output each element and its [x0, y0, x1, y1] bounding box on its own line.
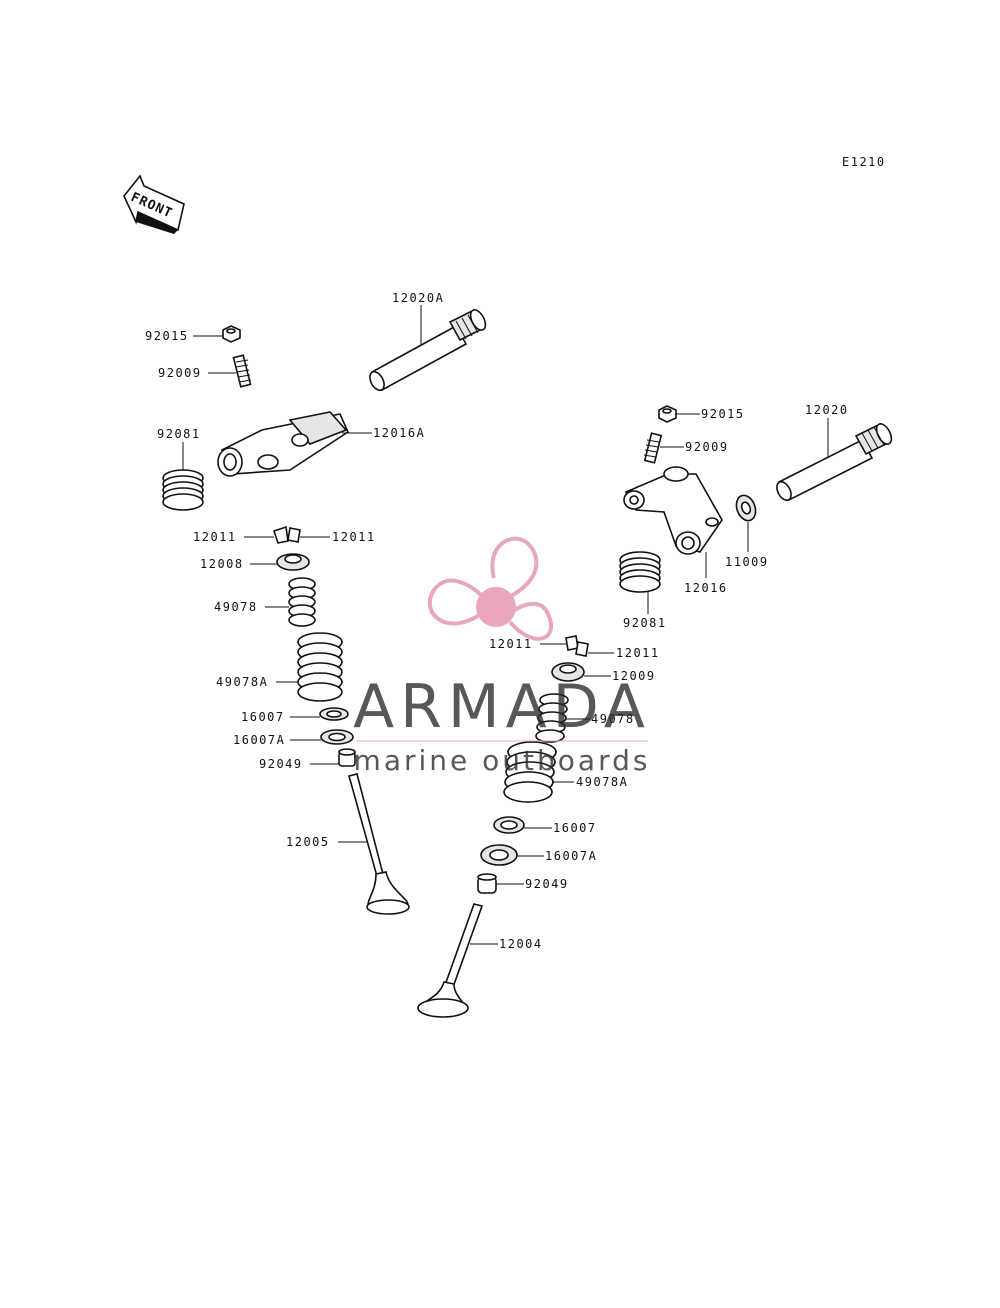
label-exhaust-12011-left: 12011	[489, 637, 533, 651]
armada-watermark: ARMADA marine outboards	[353, 536, 651, 777]
intake-inner-spring-49078[interactable]	[288, 577, 316, 627]
label-intake-92049: 92049	[259, 757, 303, 771]
propeller-logo-icon	[427, 536, 553, 641]
intake-retainer-12008[interactable]	[276, 553, 310, 571]
label-exhaust-16007: 16007	[553, 821, 597, 835]
label-exhaust-92049: 92049	[525, 877, 569, 891]
label-exhaust-12020: 12020	[805, 403, 849, 417]
label-intake-49078: 49078	[214, 600, 258, 614]
intake-seat-16007A[interactable]	[320, 729, 354, 745]
label-exhaust-92081: 92081	[623, 616, 667, 630]
label-exhaust-12009: 12009	[612, 669, 656, 683]
label-exhaust-12016: 12016	[684, 581, 728, 595]
exhaust-nut-92015[interactable]	[658, 405, 677, 423]
label-intake-12020A: 12020A	[392, 291, 444, 305]
watermark-brand: ARMADA	[353, 672, 651, 742]
intake-outer-spring-49078A[interactable]	[297, 632, 343, 702]
label-intake-16007A: 16007A	[233, 733, 285, 747]
intake-oil-seal-92049[interactable]	[338, 748, 356, 767]
intake-nut-92015[interactable]	[222, 325, 241, 343]
label-intake-16007: 16007	[241, 710, 285, 724]
label-intake-49078A: 49078A	[216, 675, 268, 689]
exhaust-screw-92009[interactable]	[643, 432, 663, 464]
exhaust-outer-spring-49078A[interactable]	[503, 741, 557, 803]
label-exhaust-49078A: 49078A	[576, 775, 628, 789]
label-intake-92015: 92015	[145, 329, 189, 343]
label-intake-12005: 12005	[286, 835, 330, 849]
label-intake-12008: 12008	[200, 557, 244, 571]
label-intake-12011-right: 12011	[332, 530, 376, 544]
exhaust-rocker-shaft-12020[interactable]	[774, 421, 894, 502]
label-exhaust-16007A: 16007A	[545, 849, 597, 863]
label-intake-12011-left: 12011	[193, 530, 237, 544]
propeller-hub	[476, 587, 516, 627]
exhaust-valve-12004[interactable]	[417, 903, 484, 1018]
front-arrow-icon: FRONT	[123, 174, 185, 234]
exhaust-seat-16007A[interactable]	[480, 844, 518, 866]
exhaust-retainer-12009[interactable]	[551, 662, 585, 682]
label-exhaust-12004: 12004	[499, 937, 543, 951]
exhaust-inner-spring-49078[interactable]	[535, 693, 569, 743]
label-exhaust-92009: 92009	[685, 440, 729, 454]
label-exhaust-92015: 92015	[701, 407, 745, 421]
intake-valve-12005[interactable]	[348, 773, 410, 915]
exhaust-washer-11009[interactable]	[733, 493, 759, 524]
label-intake-12016A: 12016A	[373, 426, 425, 440]
intake-cotters-12011[interactable]	[272, 525, 301, 544]
exhaust-rocker-arm-12016[interactable]	[623, 466, 723, 555]
label-exhaust-12011-right: 12011	[616, 646, 660, 660]
intake-screw-92009[interactable]	[232, 354, 252, 388]
label-exhaust-49078: 49078	[591, 712, 635, 726]
label-intake-92081: 92081	[157, 427, 201, 441]
label-exhaust-11009: 11009	[725, 555, 769, 569]
intake-rocker-arm-12016A[interactable]	[217, 411, 350, 477]
intake-washer-16007[interactable]	[319, 707, 349, 721]
exhaust-rocker-spring-92081[interactable]	[619, 551, 661, 593]
label-intake-92009: 92009	[158, 366, 202, 380]
exhaust-oil-seal-92049[interactable]	[477, 873, 497, 894]
exhaust-washer-16007[interactable]	[493, 816, 525, 834]
watermark-tagline: marine outboards	[354, 744, 651, 777]
diagram-code: E1210	[842, 155, 886, 169]
intake-rocker-shaft-12020A[interactable]	[367, 307, 488, 392]
intake-rocker-spring-92081[interactable]	[162, 469, 204, 511]
exhaust-cotters-12011[interactable]	[565, 635, 589, 657]
